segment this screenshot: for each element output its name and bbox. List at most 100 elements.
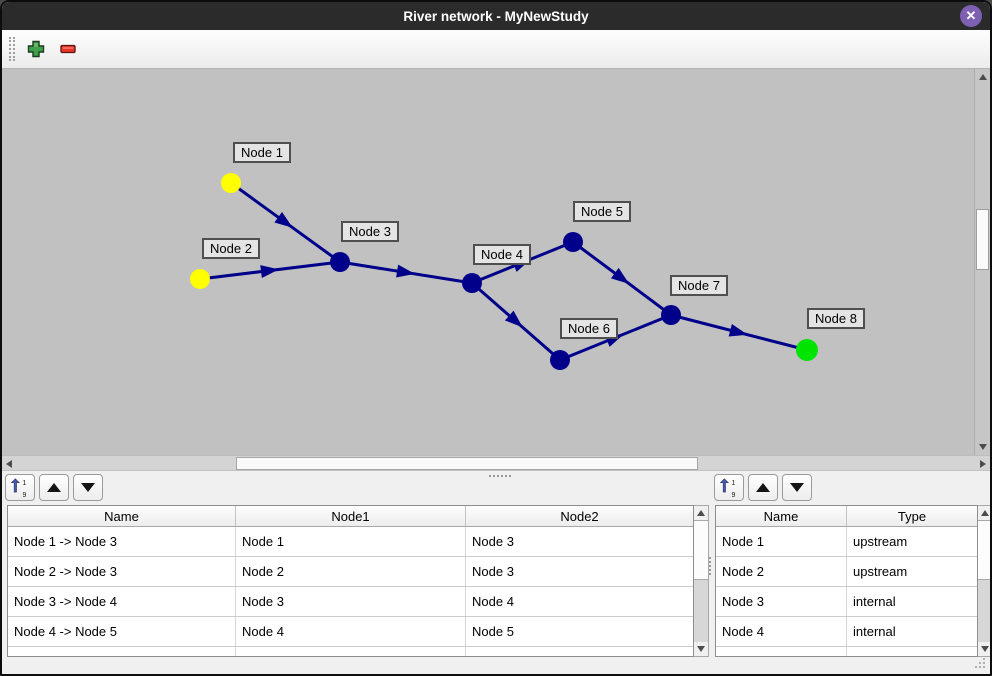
title-bar: River network - MyNewStudy ✕ xyxy=(2,2,990,30)
close-button[interactable]: ✕ xyxy=(960,5,982,27)
table-row[interactable]: Node 2 upstream xyxy=(716,557,977,587)
canvas-hscroll-thumb[interactable] xyxy=(236,457,698,470)
nodes-scroll-track[interactable] xyxy=(978,580,990,642)
cell-upstream[interactable]: upstream xyxy=(853,564,908,579)
edge-arrow-icon xyxy=(260,265,279,279)
header-cell-type[interactable]: Type xyxy=(897,508,927,524)
header-cell-node1[interactable]: Node1 xyxy=(236,506,466,526)
cell-node-4-node-5[interactable]: Node 4 -> Node 5 xyxy=(8,617,236,646)
minus-icon xyxy=(60,44,76,54)
window-title: River network - MyNewStudy xyxy=(403,8,589,24)
nodes-sort-button[interactable]: 1 9 xyxy=(714,474,744,501)
close-icon: ✕ xyxy=(965,8,977,23)
scroll-up-icon[interactable] xyxy=(694,506,708,520)
window-resize-grip[interactable] xyxy=(974,657,986,669)
edge-arrow-icon xyxy=(396,264,415,278)
node-label-node8: Node 8 xyxy=(807,308,865,329)
svg-text:9: 9 xyxy=(23,492,27,498)
cell-node-3[interactable]: Node 3 xyxy=(472,534,514,549)
branches-move-down-button[interactable] xyxy=(73,474,103,501)
cell--[interactable] xyxy=(847,647,977,656)
scroll-up-icon[interactable] xyxy=(979,74,987,80)
edge-arrow-icon xyxy=(504,310,523,328)
header-cell-name[interactable]: Name xyxy=(716,506,847,526)
cell-node-3[interactable]: Node 3 xyxy=(472,564,514,579)
table-row[interactable]: Node 3 internal xyxy=(716,587,977,617)
table-row[interactable]: Node 1 upstream xyxy=(716,527,977,557)
branches-sort-button[interactable]: 1 9 xyxy=(5,474,35,501)
horizontal-splitter-handle[interactable] xyxy=(489,475,511,477)
node-node2[interactable] xyxy=(190,269,210,289)
nodes-move-down-button[interactable] xyxy=(782,474,812,501)
table-row[interactable]: Node 4 internal xyxy=(716,617,977,647)
node-node7[interactable] xyxy=(661,305,681,325)
table-row[interactable] xyxy=(716,647,977,656)
vertical-splitter-handle[interactable] xyxy=(709,557,711,575)
nodes-table-scrollbar[interactable] xyxy=(978,505,990,657)
canvas-vertical-scrollbar[interactable] xyxy=(974,69,990,455)
branches-scroll-thumb[interactable] xyxy=(694,520,708,580)
cell-node-2[interactable]: Node 2 xyxy=(716,557,847,586)
cell--[interactable] xyxy=(8,647,236,656)
svg-text:1: 1 xyxy=(23,480,27,487)
toolbar-drag-handle[interactable] xyxy=(9,37,15,61)
node-label-node2: Node 2 xyxy=(202,238,260,259)
node-node6[interactable] xyxy=(550,350,570,370)
cell--[interactable] xyxy=(716,647,847,656)
cell-internal[interactable]: internal xyxy=(853,594,896,609)
cell-node-3[interactable]: Node 3 xyxy=(716,587,847,616)
canvas-horizontal-scrollbar[interactable] xyxy=(2,455,990,471)
scroll-down-icon[interactable] xyxy=(979,444,987,450)
scroll-right-icon[interactable] xyxy=(980,460,986,468)
nodes-toolbar: 1 9 xyxy=(714,474,812,501)
branches-scroll-track[interactable] xyxy=(694,580,708,642)
table-row[interactable] xyxy=(8,647,693,656)
branches-move-up-button[interactable] xyxy=(39,474,69,501)
scroll-up-icon[interactable] xyxy=(978,506,990,520)
sort-icon: 1 9 xyxy=(11,477,27,498)
cell-node-1[interactable]: Node 1 xyxy=(236,527,466,556)
header-cell-node2[interactable]: Node2 xyxy=(560,508,599,524)
move-down-icon xyxy=(790,483,804,492)
node-node1[interactable] xyxy=(221,173,241,193)
cell-upstream[interactable]: upstream xyxy=(853,534,908,549)
edge-arrow-icon xyxy=(274,211,293,228)
cell-node-2-node-3[interactable]: Node 2 -> Node 3 xyxy=(8,557,236,586)
add-node-button[interactable] xyxy=(23,36,49,62)
scroll-down-icon[interactable] xyxy=(978,642,990,656)
node-node4[interactable] xyxy=(462,273,482,293)
nodes-scroll-thumb[interactable] xyxy=(978,520,990,580)
cell-internal[interactable]: internal xyxy=(853,624,896,639)
cell-node-3[interactable]: Node 3 xyxy=(236,587,466,616)
cell-node-2[interactable]: Node 2 xyxy=(236,557,466,586)
node-node8[interactable] xyxy=(796,339,818,361)
node-node5[interactable] xyxy=(563,232,583,252)
cell--[interactable] xyxy=(236,647,466,656)
remove-node-button[interactable] xyxy=(55,36,81,62)
cell--[interactable] xyxy=(466,647,693,656)
node-node3[interactable] xyxy=(330,252,350,272)
scroll-down-icon[interactable] xyxy=(694,642,708,656)
cell-node-4[interactable]: Node 4 xyxy=(472,594,514,609)
cell-node-1-node-3[interactable]: Node 1 -> Node 3 xyxy=(8,527,236,556)
cell-node-3-node-4[interactable]: Node 3 -> Node 4 xyxy=(8,587,236,616)
cell-node-5[interactable]: Node 5 xyxy=(472,624,514,639)
scroll-left-icon[interactable] xyxy=(6,460,12,468)
branches-table-scrollbar[interactable] xyxy=(694,505,709,657)
node-label-node1: Node 1 xyxy=(233,142,291,163)
node-label-node4: Node 4 xyxy=(473,244,531,265)
cell-node-1[interactable]: Node 1 xyxy=(716,527,847,556)
main-toolbar xyxy=(2,30,990,69)
cell-node-4[interactable]: Node 4 xyxy=(716,617,847,646)
cell-node-4[interactable]: Node 4 xyxy=(236,617,466,646)
nodes-move-up-button[interactable] xyxy=(748,474,778,501)
canvas-vscroll-thumb[interactable] xyxy=(976,209,989,270)
header-cell-name[interactable]: Name xyxy=(8,506,236,526)
